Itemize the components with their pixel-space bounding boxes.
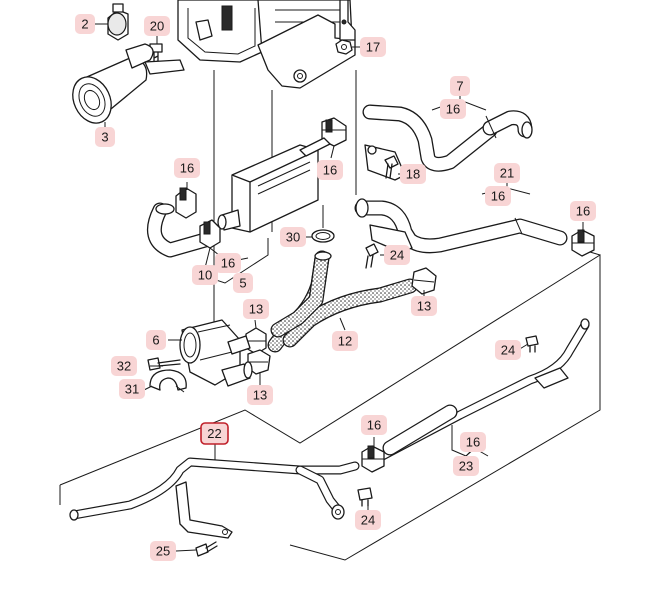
svg-text:20: 20 — [150, 19, 164, 34]
hose-7 — [362, 104, 533, 172]
svg-text:16: 16 — [323, 163, 337, 178]
svg-text:22: 22 — [207, 426, 221, 441]
clamp-13-upper — [245, 327, 267, 355]
hose-12 — [267, 250, 418, 353]
part-label-30[interactable]: 30 — [280, 227, 306, 247]
svg-text:16: 16 — [466, 435, 480, 450]
svg-text:16: 16 — [367, 418, 381, 433]
part-label-13-upper[interactable]: 13 — [243, 299, 269, 319]
svg-text:6: 6 — [152, 333, 159, 348]
ring-30 — [311, 205, 335, 243]
svg-text:30: 30 — [286, 230, 300, 245]
clamp-16-upper — [321, 117, 347, 147]
svg-text:10: 10 — [198, 268, 212, 283]
part-label-31[interactable]: 31 — [119, 379, 145, 399]
svg-text:16: 16 — [491, 189, 505, 204]
bolt-24-lower — [357, 487, 373, 507]
hose-10 — [146, 202, 221, 258]
svg-text:16: 16 — [180, 161, 194, 176]
svg-text:5: 5 — [239, 276, 246, 291]
svg-text:2: 2 — [81, 17, 88, 32]
pipe-22 — [69, 457, 360, 521]
clamp-31 — [149, 369, 187, 393]
part-labels: 2 20 3 17 7 16 16 16 18 21 16 16 30 10 1… — [75, 14, 596, 561]
svg-text:31: 31 — [125, 382, 139, 397]
part-label-12[interactable]: 12 — [332, 331, 358, 351]
part-label-22-selected[interactable]: 22 — [200, 422, 229, 445]
bolt-32 — [147, 357, 181, 371]
svg-text:23: 23 — [459, 459, 473, 474]
part-label-24-lower[interactable]: 24 — [355, 510, 381, 530]
bracket-18 — [364, 144, 406, 181]
svg-text:24: 24 — [390, 248, 404, 263]
part-label-10[interactable]: 10 — [192, 265, 218, 285]
part-label-16-heater-right[interactable]: 16 — [317, 160, 343, 180]
part-label-24-upper[interactable]: 24 — [384, 245, 410, 265]
part-label-20[interactable]: 20 — [144, 16, 170, 36]
part-label-32[interactable]: 32 — [111, 356, 137, 376]
svg-text:24: 24 — [361, 513, 375, 528]
part-label-2[interactable]: 2 — [75, 14, 95, 34]
bolt-24-right — [525, 335, 539, 353]
svg-text:25: 25 — [156, 544, 170, 559]
svg-text:24: 24 — [501, 343, 515, 358]
part-label-21[interactable]: 21 — [494, 163, 520, 183]
clamp-16-lower — [361, 445, 385, 473]
bracket-25 — [175, 481, 233, 557]
clamp-16-right — [571, 229, 595, 257]
part-label-16-lower[interactable]: 16 — [361, 415, 387, 435]
hose-21 — [354, 198, 568, 254]
svg-text:13: 13 — [253, 388, 267, 403]
heat-exchanger — [217, 137, 331, 233]
svg-text:13: 13 — [417, 299, 431, 314]
svg-text:12: 12 — [338, 334, 352, 349]
part-label-5[interactable]: 5 — [233, 273, 253, 293]
svg-text:18: 18 — [406, 167, 420, 182]
part-label-6[interactable]: 6 — [146, 330, 166, 350]
part-label-16-right[interactable]: 16 — [570, 201, 596, 221]
part-label-17[interactable]: 17 — [360, 37, 386, 57]
svg-text:21: 21 — [500, 166, 514, 181]
svg-text:13: 13 — [249, 302, 263, 317]
part-label-23[interactable]: 23 — [453, 456, 479, 476]
svg-text:16: 16 — [576, 204, 590, 219]
part-label-16-hose-7[interactable]: 16 — [440, 99, 466, 119]
svg-text:17: 17 — [366, 40, 380, 55]
filter-3 — [72, 43, 185, 124]
svg-text:32: 32 — [117, 359, 131, 374]
clamp-13-right — [411, 267, 437, 295]
svg-text:16: 16 — [221, 256, 235, 271]
part-label-16-hose-21[interactable]: 16 — [485, 186, 511, 206]
clip-2 — [107, 3, 129, 41]
pipe-23 — [370, 318, 590, 465]
pump-6 — [179, 319, 253, 387]
svg-text:16: 16 — [446, 102, 460, 117]
assembly-frames — [59, 70, 601, 561]
part-label-16-hose-10[interactable]: 16 — [215, 253, 241, 273]
part-label-16-heater-left[interactable]: 16 — [174, 158, 200, 178]
part-label-3[interactable]: 3 — [95, 127, 115, 147]
svg-text:3: 3 — [101, 130, 108, 145]
part-label-13-lower[interactable]: 13 — [247, 385, 273, 405]
clamp-16-left — [175, 187, 197, 219]
part-label-24-right[interactable]: 24 — [495, 340, 521, 360]
nut-17 — [335, 39, 353, 55]
part-label-7[interactable]: 7 — [450, 76, 470, 96]
part-label-16-hose-23[interactable]: 16 — [460, 432, 486, 452]
svg-text:7: 7 — [456, 79, 463, 94]
part-label-25[interactable]: 25 — [150, 541, 176, 561]
part-label-18[interactable]: 18 — [400, 164, 426, 184]
part-label-13-right[interactable]: 13 — [411, 296, 437, 316]
